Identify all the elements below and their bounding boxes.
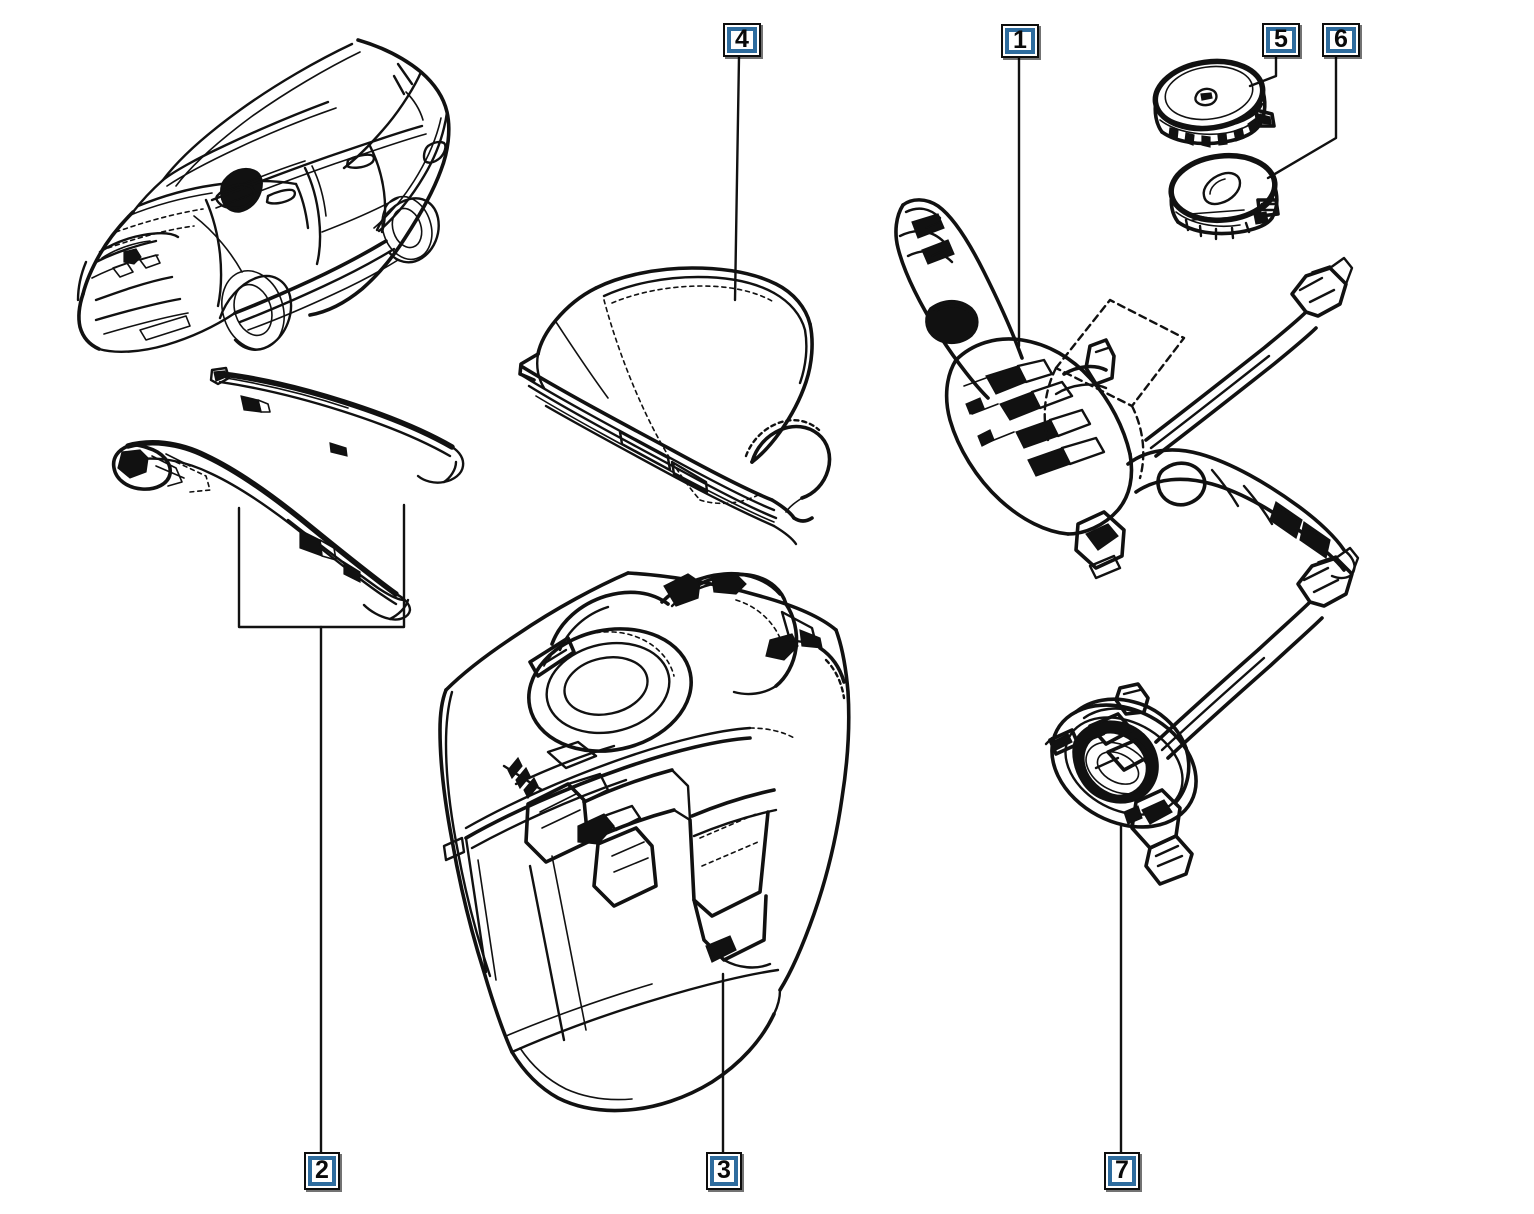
callout-7[interactable]: 7 xyxy=(1104,1152,1140,1190)
callout-4[interactable]: 4 xyxy=(723,23,761,57)
callout-5[interactable]: 5 xyxy=(1262,23,1300,57)
part-2-wiper-assembly xyxy=(111,366,465,629)
part-7-clock-spring xyxy=(1044,546,1360,886)
leader-line-6 xyxy=(1266,55,1338,180)
part-4-upper-column-shroud xyxy=(518,266,832,546)
callout-3-number: 3 xyxy=(717,1155,731,1184)
callout-6-number: 6 xyxy=(1334,24,1348,53)
callout-2-number: 2 xyxy=(315,1155,329,1184)
part-1-combination-switch xyxy=(894,198,1356,580)
part-5-rotary-cap-upper xyxy=(1152,58,1276,148)
callout-1[interactable]: 1 xyxy=(1001,24,1039,58)
callout-3[interactable]: 3 xyxy=(706,1152,742,1190)
callout-7-number: 7 xyxy=(1115,1155,1129,1184)
leader-line-5 xyxy=(1248,55,1278,88)
callout-6[interactable]: 6 xyxy=(1322,23,1360,57)
callout-1-number: 1 xyxy=(1013,25,1027,54)
vehicle-illustration xyxy=(76,38,451,353)
callout-4-number: 4 xyxy=(735,24,749,53)
part-3-lower-column-shroud xyxy=(438,571,851,1113)
leader-line-4 xyxy=(733,55,741,302)
callout-2[interactable]: 2 xyxy=(304,1152,340,1190)
callout-5-number: 5 xyxy=(1274,24,1288,53)
leader-lines xyxy=(319,55,1338,1154)
part-6-rotary-cap-lower xyxy=(1168,152,1280,241)
